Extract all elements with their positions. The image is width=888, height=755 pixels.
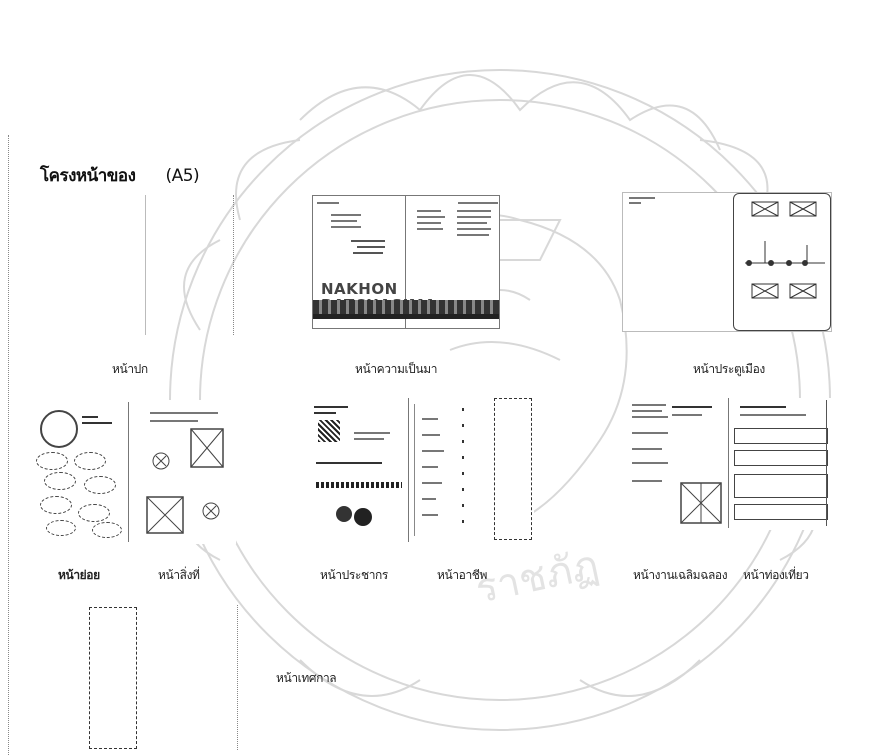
thumb-gates <box>622 192 832 332</box>
caption-summary: หน้าย่อย <box>58 566 100 585</box>
cover-page-left-edge <box>145 195 146 335</box>
thumb-festival <box>630 398 832 530</box>
thumb-summary <box>30 400 236 544</box>
caption-festival: หน้างานเฉลิมฉลอง <box>633 566 727 585</box>
title-text: โครงหน้าของ <box>40 166 135 186</box>
watermark-text: ราชภัฏ <box>472 542 603 613</box>
caption-history: หน้าอาชีพ <box>437 566 487 585</box>
back-page-right-edge <box>237 605 238 750</box>
banner-base <box>313 314 499 319</box>
placeholder-frame <box>494 398 532 540</box>
caption-landmark: หน้าสิ่งที่ <box>158 566 200 585</box>
caption-background: หน้าความเป็นมา <box>355 360 437 379</box>
caption-attractions: หน้าท่องเที่ยว <box>743 566 809 585</box>
cover-page-right-edge <box>233 195 234 335</box>
caption-back: หน้าเทศกาล <box>276 669 336 688</box>
caption-gates: หน้าประตูเมือง <box>693 360 765 379</box>
caption-population: หน้าประชากร <box>320 566 388 585</box>
thumb-population <box>310 398 534 544</box>
thumb-background: NAKHON RATCHASIMA <box>312 195 500 329</box>
caption-cover: หน้าปก <box>112 360 148 379</box>
document-title: โครงหน้าของ (A5) <box>40 162 199 189</box>
left-margin-rule <box>8 135 9 755</box>
back-page-frame <box>89 607 137 749</box>
paper-size: (A5) <box>165 166 199 186</box>
banner-silhouette <box>313 300 499 314</box>
